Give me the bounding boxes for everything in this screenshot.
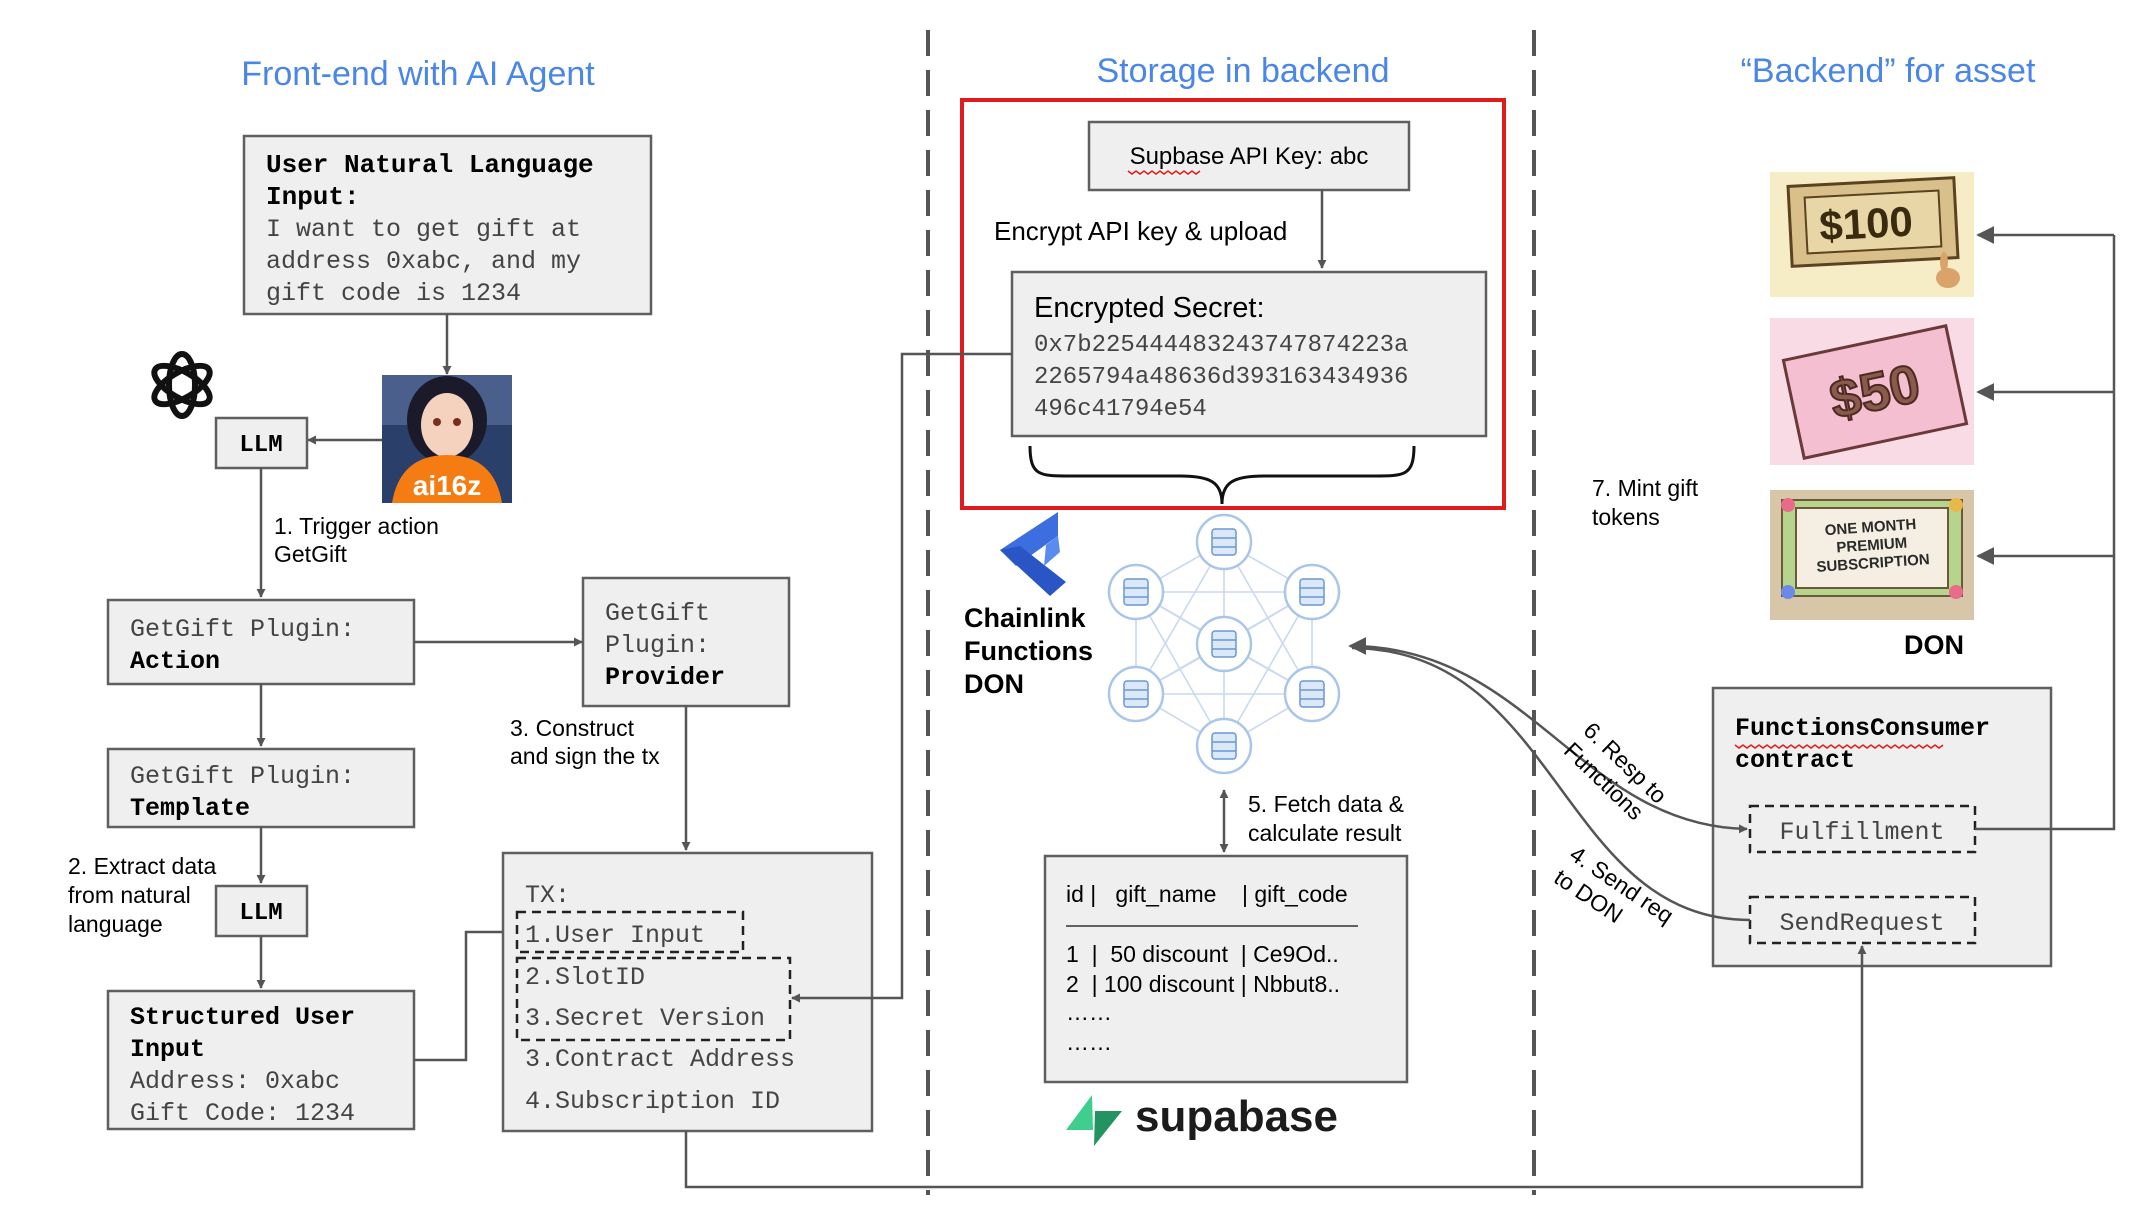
arrow-sendreq-to-don <box>1351 646 1751 922</box>
don-node-bottom <box>1195 717 1253 775</box>
section-title-storage: Storage in backend <box>1097 52 1390 90</box>
tx-item-5: 4.Subscription ID <box>525 1087 780 1116</box>
avatar-label: ai16z <box>413 470 482 501</box>
arrow-resp-to-fulfillment <box>1348 637 1748 834</box>
arrow-structured-to-tx <box>414 927 519 1062</box>
section-title-frontend: Front-end with AI Agent <box>241 55 595 93</box>
fulfillment-label: Fulfillment <box>1779 818 1944 847</box>
plugin-template-box: GetGift Plugin:Template <box>106 747 416 829</box>
tx-title: TX: <box>525 881 570 910</box>
supabase-label: supabase <box>1135 1092 1338 1141</box>
chainlink-logo <box>1000 512 1066 596</box>
secret-highlight-frame <box>960 98 1506 510</box>
table-ellipsis-1: …… <box>1066 999 1112 1025</box>
plugin-template-label: GetGift Plugin:Template <box>130 762 355 823</box>
llm-box-2: LLM <box>214 884 309 938</box>
section-title-backend: “Backend” for asset <box>1741 52 2036 90</box>
step5-label: 5. Fetch data &calculate result <box>1248 791 1404 846</box>
tx-slot-secret-dashed <box>515 956 792 1042</box>
tx-user-input-dashed <box>515 910 745 954</box>
token-50: $50 <box>1770 318 1974 465</box>
token-100-label: $100 <box>1818 198 1914 250</box>
llm-label-1: LLM <box>239 432 282 459</box>
sendrequest-label: SendRequest <box>1779 909 1944 938</box>
table-row-2: 2 | 100 discount | Nbbut8.. <box>1066 971 1340 997</box>
table-ellipsis-2: …… <box>1066 1029 1112 1055</box>
supabase-table-box: id | gift_name | gift_code 1 | 50 discou… <box>1043 854 1409 1084</box>
ai-agent-avatar: ai16z <box>382 375 512 503</box>
tx-item-3: 3.Secret Version <box>525 1004 765 1033</box>
llm-box-1: LLM <box>214 416 309 470</box>
don-node-upper-right <box>1283 563 1341 621</box>
api-key-underline <box>1127 170 1201 175</box>
don-node-top <box>1195 513 1253 571</box>
encrypt-label: Encrypt API key & upload <box>994 216 1287 246</box>
arrow-secret-to-tx <box>791 352 1012 1003</box>
plugin-action-box: GetGift Plugin:Action <box>106 598 416 686</box>
table-header: id | gift_name | gift_code <box>1066 881 1348 907</box>
don-node-lower-right <box>1283 665 1341 723</box>
token-100: $100 <box>1770 172 1974 297</box>
api-key-label: Supbase API Key: abc <box>1130 143 1369 170</box>
functions-consumer-underline <box>1734 744 1944 749</box>
supabase-logo <box>1066 1095 1122 1146</box>
llm-label-2: LLM <box>239 900 282 927</box>
api-key-box: Supbase API Key: abc <box>1087 120 1411 192</box>
plugin-action-label: GetGift Plugin:Action <box>130 615 355 676</box>
token-subscription-label: ONE MONTHPREMIUMSUBSCRIPTION <box>1813 515 1930 576</box>
arrow-fulfillment-mint <box>1975 235 2116 831</box>
don-node-upper-left <box>1107 563 1165 621</box>
tx-item-2: 2.SlotID <box>525 963 645 992</box>
openai-logo <box>151 351 213 419</box>
brace-shape <box>1028 445 1416 505</box>
tx-item-1: 1.User Input <box>525 921 705 950</box>
encrypted-secret-box: Encrypted Secret: 0x7b225444483243747874… <box>1010 270 1488 438</box>
tx-box: TX: 1.User Input 2.SlotID 3.Secret Versi… <box>501 851 874 1133</box>
table-row-1: 1 | 50 discount | Ce9Od.. <box>1066 941 1339 967</box>
token-subscription: ONE MONTHPREMIUMSUBSCRIPTION <box>1770 490 1974 620</box>
arrow-tx-to-sendrequest <box>684 945 1867 1189</box>
step6-label: 6. Resp toFunctions <box>1559 717 1672 829</box>
tx-item-4: 3.Contract Address <box>525 1045 795 1074</box>
don-label: DON <box>1904 630 1964 660</box>
don-node-center <box>1195 615 1253 673</box>
encrypted-secret-title: Encrypted Secret: <box>1034 292 1265 324</box>
don-node-lower-left <box>1107 665 1165 723</box>
